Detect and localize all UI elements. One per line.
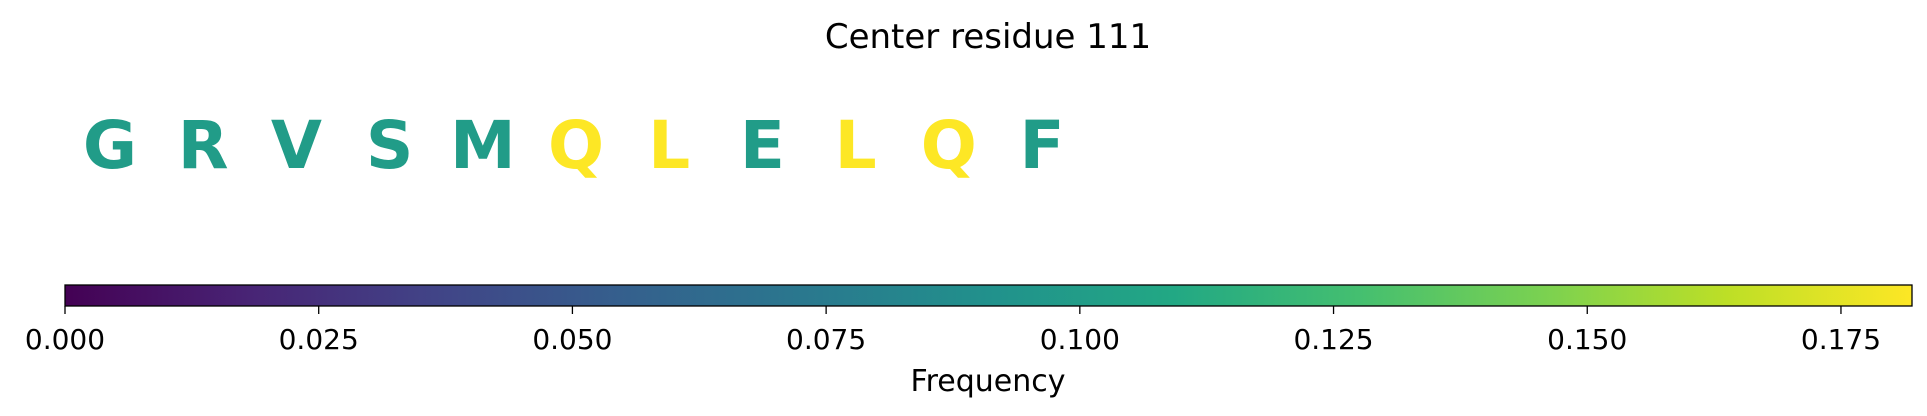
chart-title: Center residue 111: [825, 17, 1151, 57]
residue-letter: V: [271, 107, 322, 184]
colorbar-tick-label: 0.025: [279, 323, 359, 356]
residue-letter: Q: [548, 107, 604, 184]
colorbar-tick-label: 0.150: [1547, 323, 1627, 356]
colorbar-tick-label: 0.175: [1801, 323, 1881, 356]
colorbar-tick-label: 0.050: [532, 323, 612, 356]
residue-letter: F: [1019, 107, 1064, 184]
colorbar-tick-label: 0.000: [25, 323, 105, 356]
residue-letter: Q: [921, 107, 977, 184]
residue-letter: S: [366, 107, 414, 184]
residue-letter: L: [648, 107, 690, 184]
colorbar-axis: 0.000 0.025 0.050 0.075 0.100 0.125 0.150 0.175: [25, 306, 1881, 356]
residue-letter: E: [740, 107, 785, 184]
colorbar-tick-label: 0.100: [1040, 323, 1120, 356]
colorbar: [64, 284, 1913, 307]
colorbar-tick-label: 0.075: [786, 323, 866, 356]
residue-letter: M: [450, 107, 516, 184]
colorbar-tick-label: 0.125: [1293, 323, 1373, 356]
residue-letter: G: [83, 107, 137, 184]
residue-letter: L: [835, 107, 877, 184]
colorbar-label: Frequency: [911, 364, 1066, 399]
residue-letter: R: [178, 107, 229, 184]
